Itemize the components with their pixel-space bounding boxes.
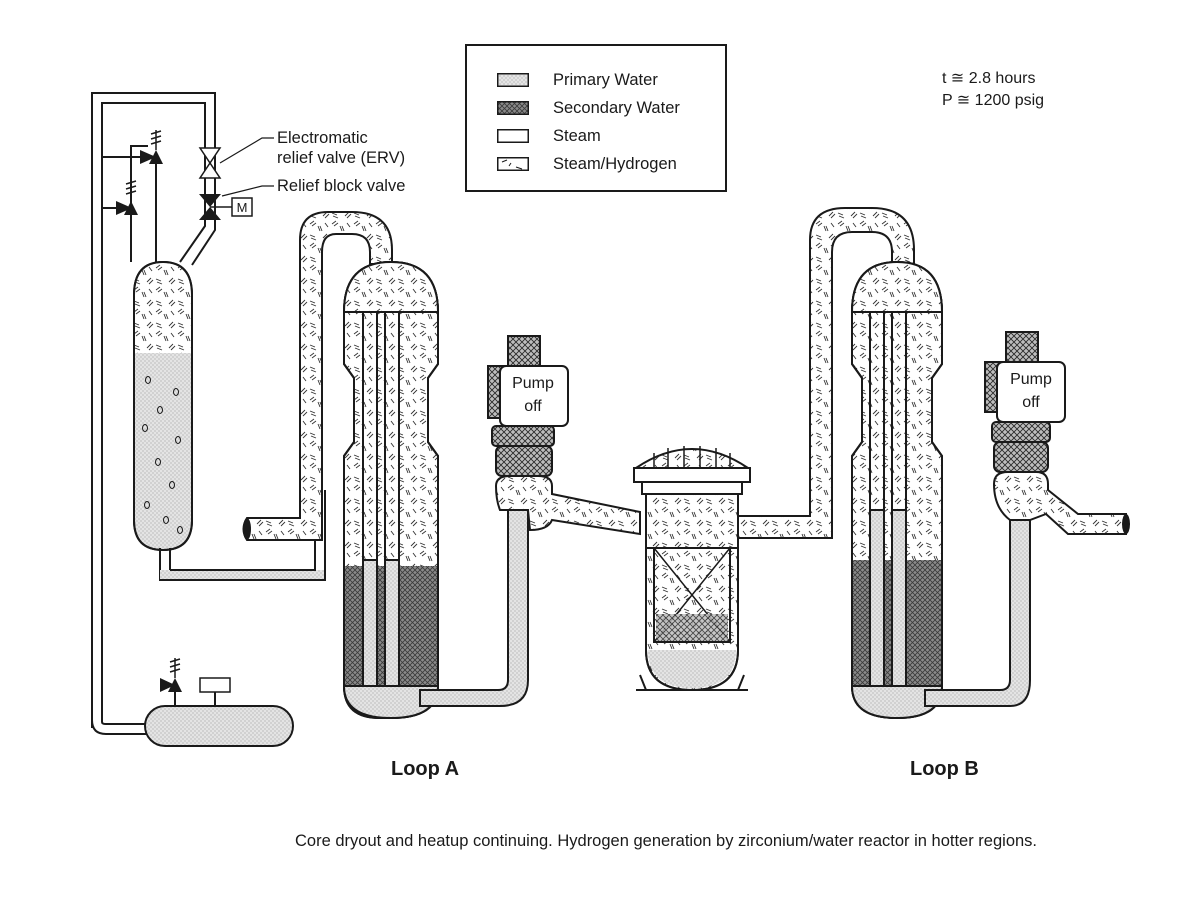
legend-label: Steam — [553, 126, 601, 145]
figure-caption: Core dryout and heatup continuing. Hydro… — [295, 832, 1038, 850]
motor-label: M — [237, 200, 248, 215]
secondary-water-swatch-icon — [497, 101, 529, 115]
legend-label: Steam/Hydrogen — [553, 154, 677, 173]
block-valve-icon — [199, 194, 253, 220]
legend-label: Primary Water — [553, 70, 658, 89]
legend-item-steam-hydrogen: Steam/Hydrogen — [497, 152, 677, 176]
loop-a-piping — [242, 211, 393, 541]
reactor-coolant-pump-a — [487, 335, 641, 536]
pressurizer — [133, 260, 193, 552]
reactor-vessel — [632, 446, 752, 692]
time-readout: t ≅ 2.8 hours — [942, 70, 1036, 87]
primary-water-swatch-icon — [497, 73, 529, 87]
reactor-coolant-pump-b — [984, 331, 1130, 535]
pump-a-label-line2: off — [524, 398, 542, 415]
drain-tank — [144, 658, 294, 747]
steam-generator-b — [850, 260, 944, 720]
steam-swatch-icon — [497, 129, 529, 143]
legend-item-secondary-water: Secondary Water — [497, 96, 680, 120]
block-valve-label: Relief block valve — [277, 177, 405, 195]
legend-item-primary-water: Primary Water — [497, 68, 658, 92]
pump-a-label-line1: Pump — [512, 375, 554, 392]
steam-generator-a — [342, 260, 440, 720]
pump-b-label-line1: Pump — [1010, 371, 1052, 388]
relief-line — [91, 92, 216, 728]
motor-operator-icon — [231, 197, 253, 217]
loop-a-label: Loop A — [391, 758, 460, 780]
pressure-readout: P ≅ 1200 psig — [942, 92, 1045, 109]
safety-valve-2-icon — [116, 180, 138, 215]
relief-line-outer — [130, 145, 148, 262]
safety-valve-1-icon — [140, 130, 163, 164]
legend-label: Secondary Water — [553, 98, 680, 117]
steam-hydrogen-swatch-icon — [497, 157, 529, 171]
pump-b-label-line2: off — [1022, 394, 1040, 411]
loop-b-label: Loop B — [910, 758, 979, 780]
erv-valve-icon — [198, 147, 222, 179]
erv-label-line2: relief valve (ERV) — [277, 149, 405, 167]
erv-label-line1: Electromatic — [277, 129, 368, 147]
conditions-readout: t ≅ 2.8 hours P ≅ 1200 psig — [942, 68, 1044, 112]
legend: Primary Water Secondary Water Steam Stea… — [465, 44, 727, 192]
legend-item-steam: Steam — [497, 124, 601, 148]
